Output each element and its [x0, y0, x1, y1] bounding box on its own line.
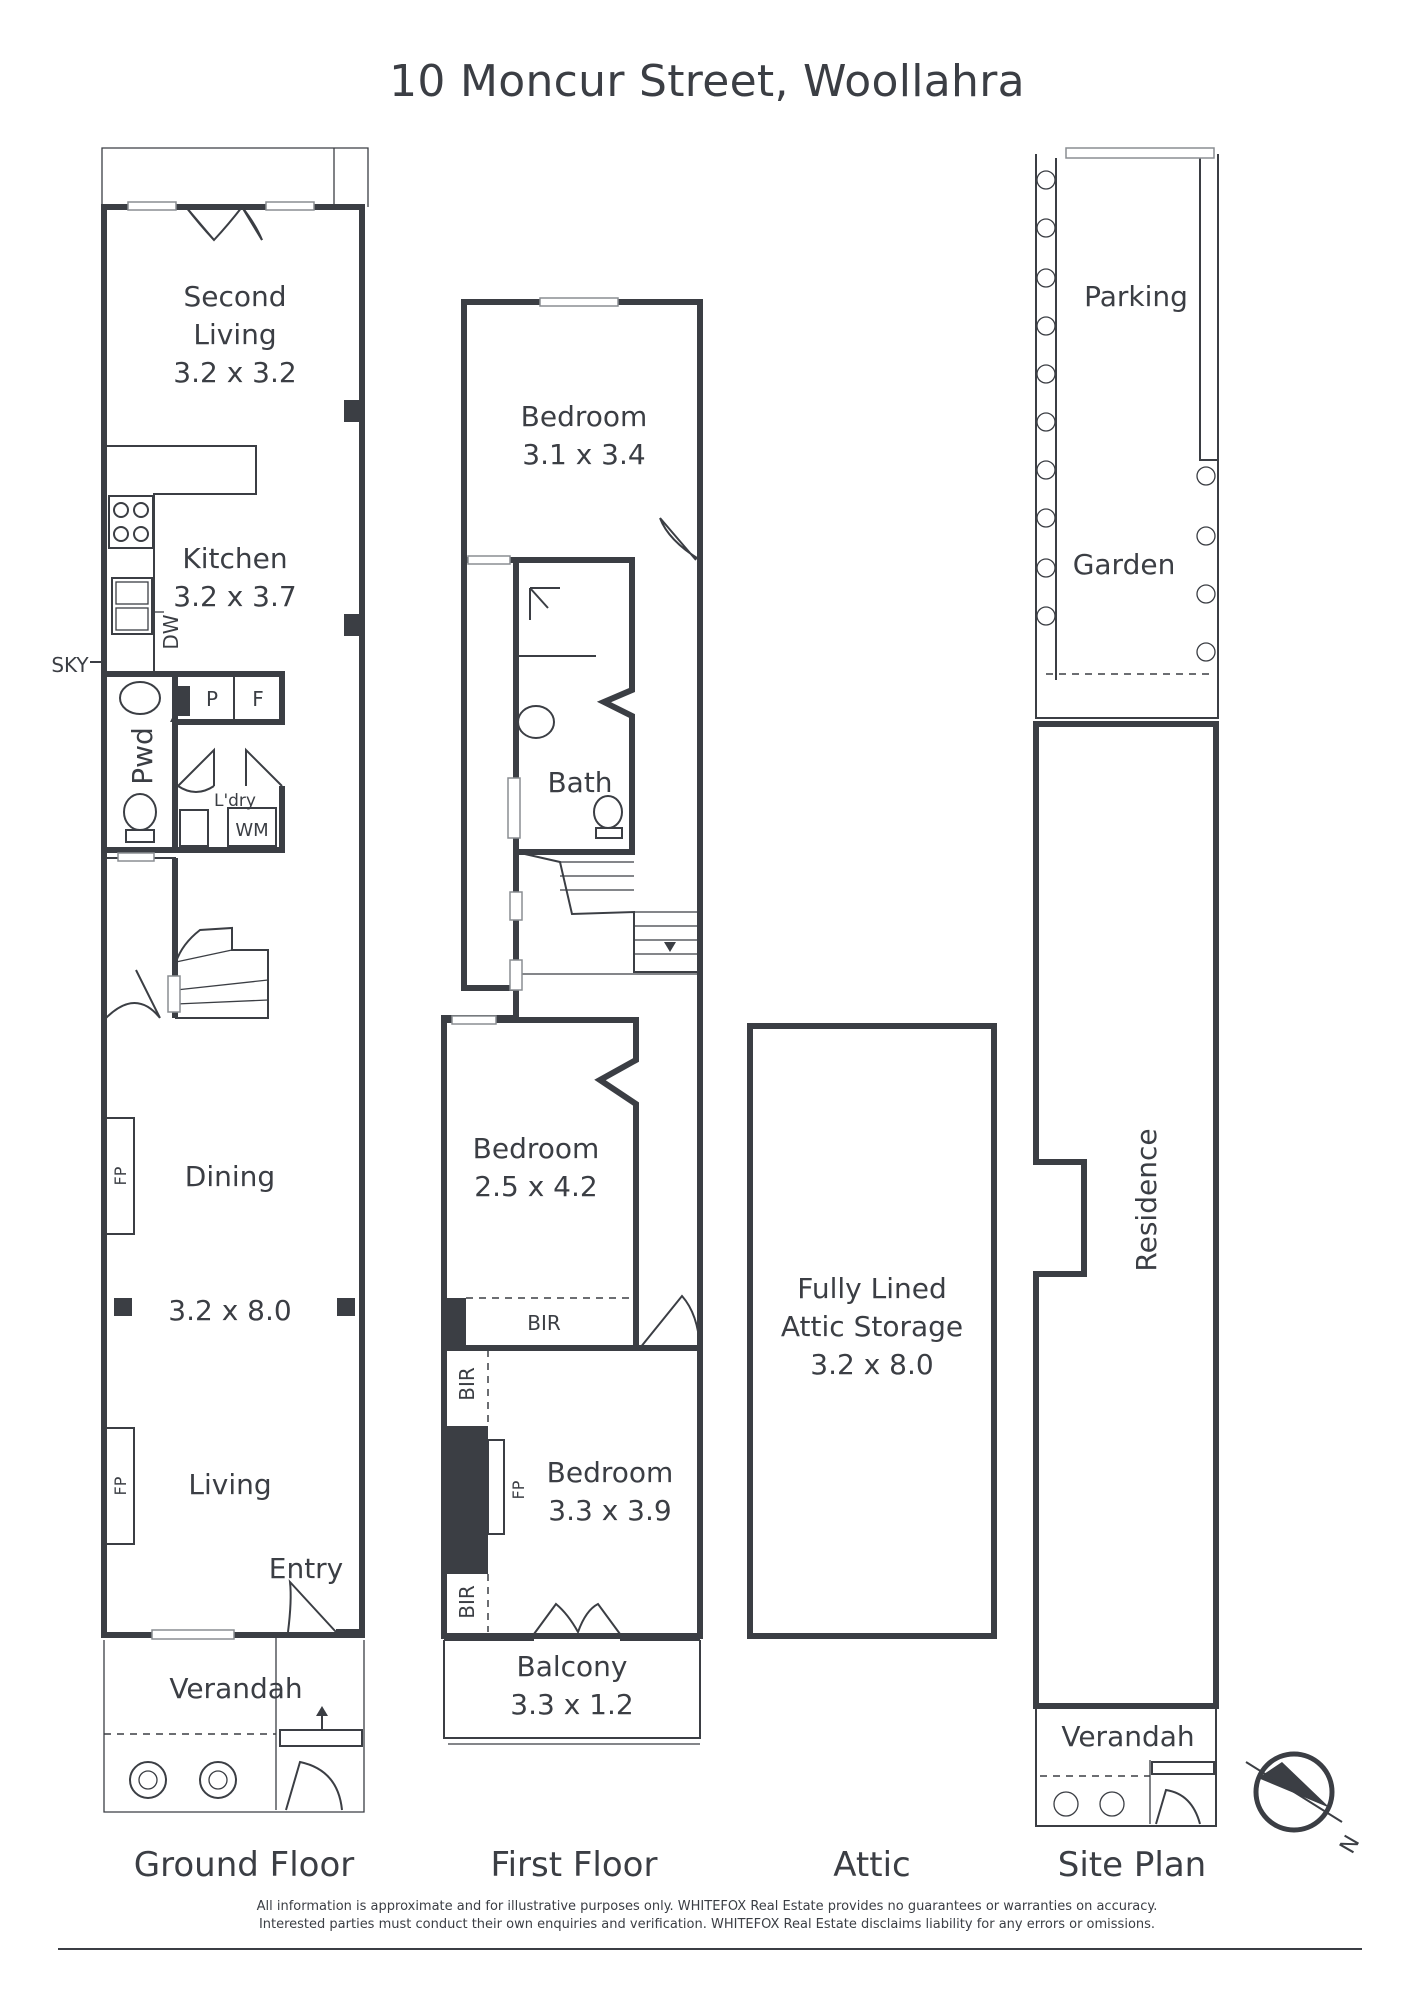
site-plan [1033, 147, 1219, 1827]
hedge-row [1036, 170, 1216, 662]
laundry-label: L'dry [214, 791, 256, 811]
compass-north-label: N [1335, 1831, 1365, 1858]
living-label: Living [188, 1468, 271, 1501]
site-plan-label: Site Plan [1058, 1845, 1206, 1885]
disclaimer: All information is approximate and for i… [0, 1898, 1414, 1934]
bedroom-mid-label: Bedroom [473, 1132, 600, 1165]
balcony-label: Balcony [517, 1650, 628, 1683]
pantry-label: P [206, 687, 218, 711]
bir-label-upper: BIR [455, 1367, 479, 1401]
dining-label: Dining [185, 1160, 275, 1193]
second-living-label-2: Living [193, 318, 276, 351]
page-title: 10 Moncur Street, Woollahra [389, 56, 1025, 107]
balcony-dims: 3.3 x 1.2 [510, 1688, 633, 1721]
bir-label-mid: BIR [527, 1311, 561, 1335]
dishwasher-label: DW [159, 614, 183, 649]
bedroom-top-label: Bedroom [521, 400, 648, 433]
residence-label: Residence [1130, 1128, 1163, 1271]
fireplace-label-dining: FP [111, 1166, 130, 1185]
ground-floor-label: Ground Floor [134, 1845, 354, 1885]
disclaimer-line-2: Interested parties must conduct their ow… [258, 1917, 1156, 1932]
attic-plan [747, 1023, 997, 1639]
bedroom-mid-dims: 2.5 x 4.2 [474, 1170, 597, 1203]
bottom-divider [58, 1948, 1362, 1950]
second-living-label: Second [183, 280, 286, 313]
first-floor-label: First Floor [491, 1845, 658, 1885]
site-verandah-label: Verandah [1061, 1720, 1194, 1753]
second-living-dims: 3.2 x 3.2 [173, 356, 296, 389]
bedroom-bottom-label: Bedroom [547, 1456, 674, 1489]
bath-label: Bath [547, 766, 612, 799]
ground-floor-plan [90, 147, 369, 1813]
fireplace-label-living: FP [111, 1476, 130, 1495]
fridge-label: F [252, 687, 264, 711]
attic-storage-label: Fully Lined [797, 1272, 946, 1305]
bedroom-top-dims: 3.1 x 3.4 [522, 438, 645, 471]
parking-label: Parking [1084, 280, 1188, 313]
bedroom-bottom-dims: 3.3 x 3.9 [548, 1494, 671, 1527]
washing-machine-label: WM [235, 820, 268, 841]
powder-room-label: Pwd [126, 727, 159, 785]
attic-label: Attic [833, 1845, 910, 1885]
first-floor-plan [441, 297, 703, 1745]
fireplace-label-bedroom: FP [509, 1480, 528, 1499]
north-compass-icon [1245, 1751, 1343, 1833]
verandah-label: Verandah [169, 1672, 302, 1705]
kitchen-label: Kitchen [182, 542, 287, 575]
bir-label-lower: BIR [455, 1585, 479, 1619]
dining-dims: 3.2 x 8.0 [168, 1294, 291, 1327]
attic-storage-label-2: Attic Storage [781, 1310, 963, 1343]
kitchen-dims: 3.2 x 3.7 [173, 580, 296, 613]
skylight-label: SKY [51, 653, 89, 677]
entry-label: Entry [269, 1552, 344, 1585]
garden-label: Garden [1073, 548, 1176, 581]
disclaimer-line-1: All information is approximate and for i… [256, 1899, 1158, 1914]
attic-storage-dims: 3.2 x 8.0 [810, 1348, 933, 1381]
